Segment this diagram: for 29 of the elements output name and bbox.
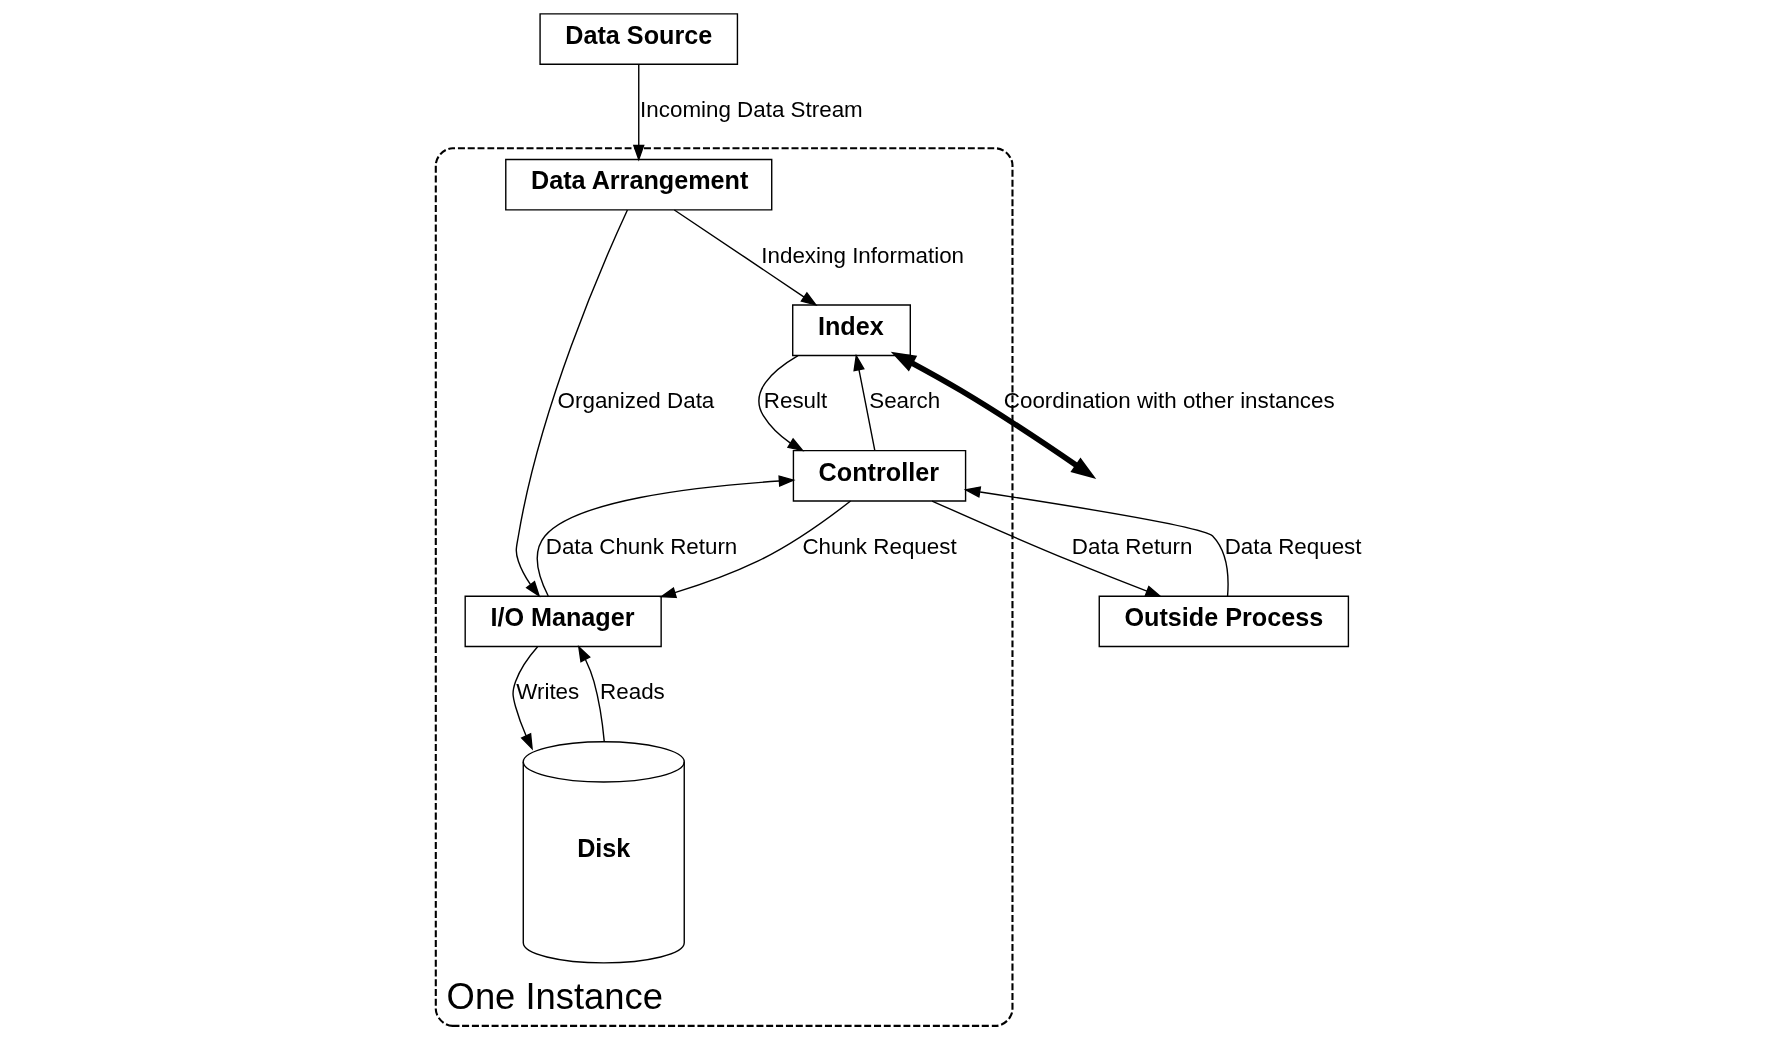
edge-label: Indexing Information bbox=[760, 242, 964, 268]
arrow bbox=[536, 475, 795, 597]
arrow bbox=[890, 351, 1096, 480]
edge-label: Writes bbox=[515, 679, 579, 705]
arrow bbox=[577, 645, 605, 743]
node-box: Index bbox=[791, 304, 911, 357]
arrow bbox=[673, 209, 818, 307]
arrow bbox=[632, 64, 645, 162]
edge-label: Result bbox=[763, 388, 827, 414]
node-box: Outside Process bbox=[1098, 595, 1349, 648]
node-box: Controller bbox=[792, 449, 966, 502]
arrow bbox=[930, 500, 1162, 597]
arrow bbox=[658, 500, 851, 599]
edge-label: Data Return bbox=[1071, 533, 1192, 559]
edge-label: Organized Data bbox=[557, 388, 714, 414]
edge-label: Data Request bbox=[1224, 533, 1362, 559]
edge-label: Incoming Data Stream bbox=[639, 97, 863, 123]
edge-label: Data Chunk Return bbox=[545, 533, 737, 559]
edge-label: Chunk Request bbox=[801, 533, 957, 559]
node-box: I/O Manager bbox=[464, 595, 662, 648]
edge-label: Search bbox=[868, 388, 940, 414]
arrow bbox=[852, 353, 876, 452]
node-box: Data Arrangement bbox=[504, 158, 772, 211]
edge-label: Reads bbox=[599, 679, 665, 705]
arrow bbox=[963, 486, 1229, 597]
arrow bbox=[511, 646, 538, 751]
node-box: Data Source bbox=[538, 13, 738, 65]
arrow bbox=[515, 209, 628, 598]
arrow bbox=[757, 354, 804, 452]
